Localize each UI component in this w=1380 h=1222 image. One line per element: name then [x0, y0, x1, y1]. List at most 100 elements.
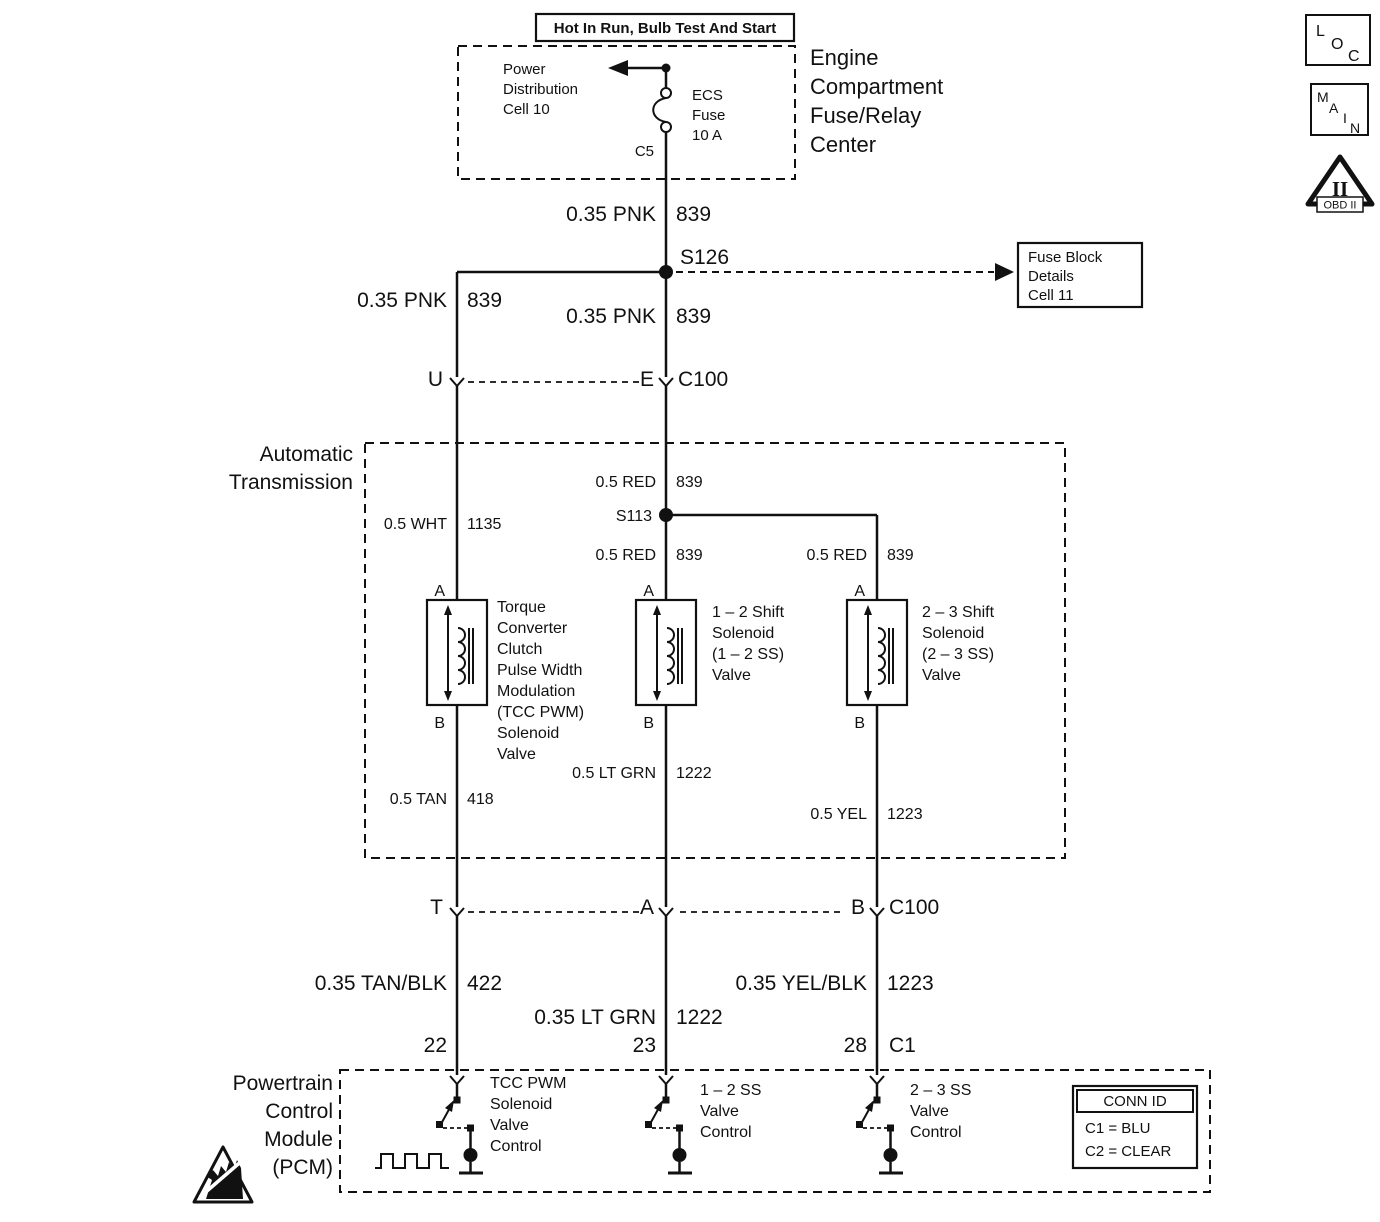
pin-label-b: B — [643, 715, 654, 732]
wire-label-pnk-left: 0.35 PNK 839 — [357, 289, 502, 312]
transmission-name-line: Transmission — [229, 471, 353, 494]
pcm-driver-2-3-ss — [856, 1075, 903, 1175]
wire-color-label: 0.5 YEL — [810, 806, 867, 823]
wire-color-label: 0.35 TAN/BLK — [315, 972, 447, 995]
obd-ii-badge: II OBD II — [1305, 154, 1375, 213]
wire-circuit-label: 839 — [676, 203, 711, 226]
conn-id-table: CONN ID C1 = BLU C2 = CLEAR — [1071, 1084, 1199, 1170]
loc-letter: C — [1348, 48, 1360, 65]
pin-number-23: 23 — [633, 1034, 656, 1057]
fuse-block-details-line: Cell 11 — [1028, 287, 1074, 304]
hot-strip: Hot In Run, Bulb Test And Start — [534, 12, 796, 43]
pcm-driver-1-2-ss-name: 1 – 2 SS Valve Control — [700, 1082, 761, 1141]
ground-dot — [883, 1148, 898, 1162]
pwm-waveform-icon — [375, 1153, 449, 1169]
fuse-block-details-reference: Fuse Block Details Cell 11 — [676, 241, 1144, 309]
driver-name-line: 2 – 3 SS — [910, 1082, 971, 1099]
wire-label-yelblk: 0.35 YEL/BLK 1223 — [735, 972, 933, 995]
driver-name-line: 1 – 2 SS — [700, 1082, 761, 1099]
solenoid-1-2-shift-name: 1 – 2 Shift Solenoid (1 – 2 SS) Valve — [712, 604, 785, 684]
solenoid-name-line: Solenoid — [497, 725, 559, 742]
solenoid-name-line: Clutch — [497, 641, 542, 658]
wire-color-label: 0.35 PNK — [566, 305, 656, 328]
connector-chevron-icon — [869, 907, 885, 918]
wire-label-pnk-center: 0.35 PNK 839 — [566, 305, 711, 328]
wire-label-tanblk: 0.35 TAN/BLK 422 — [315, 972, 502, 995]
pin-number-28: 28 — [844, 1034, 867, 1057]
center-name-line: Fuse/Relay — [810, 103, 921, 128]
driver-arrow-icon — [445, 1100, 454, 1112]
ecs-fuse-symbol — [652, 68, 672, 377]
driver-name-line: Valve — [910, 1103, 949, 1120]
connector-c100-top: U E C100 — [428, 368, 728, 391]
driver-name-line: Solenoid — [490, 1096, 552, 1113]
driver-arrow-icon — [654, 1100, 663, 1112]
pin-number-22: 22 — [424, 1034, 447, 1057]
fuse-block-details-line: Details — [1028, 268, 1074, 285]
fuse-block-details-line: Fuse Block — [1028, 249, 1103, 266]
wire-circuit-label: 418 — [467, 791, 494, 808]
splice-s126-label: S126 — [680, 246, 729, 269]
wire-circuit-label: 839 — [676, 474, 703, 491]
solenoid-name-line: Solenoid — [922, 625, 984, 642]
wire-color-label: 0.5 WHT — [384, 516, 447, 533]
pcm-name: Powertrain Control Module (PCM) — [233, 1072, 333, 1179]
fuse-label-line: Fuse — [692, 107, 725, 124]
splice-s113: S113 — [616, 508, 879, 600]
ground-dot — [672, 1148, 687, 1162]
wire-label-ltgrn2: 0.35 LT GRN 1222 — [534, 1006, 723, 1029]
connector-chevron-icon — [449, 907, 465, 918]
connector-name: C100 — [889, 896, 939, 919]
wire-color-label: 0.35 PNK — [566, 203, 656, 226]
connector-c1-pins: 22 23 28 C1 — [424, 1034, 916, 1057]
pcm-driver-1-2-ss — [645, 1075, 692, 1175]
pcm-driver-tcc-pwm-name: TCC PWM Solenoid Valve Control — [490, 1075, 566, 1155]
wire-color-label: 0.35 YEL/BLK — [735, 972, 867, 995]
solenoid-2-3-shift-name: 2 – 3 Shift Solenoid (2 – 3 SS) Valve — [922, 604, 995, 684]
esd-warning-icon — [192, 1145, 254, 1204]
wire-label-red-right: 0.5 RED 839 — [807, 547, 914, 564]
solenoid-1-2-shift: A B — [634, 583, 698, 732]
connector-chevron-icon — [869, 1075, 885, 1086]
center-name-line: Compartment — [810, 74, 943, 99]
splice-dot — [659, 265, 673, 279]
pcm-name-line: Control — [265, 1100, 333, 1123]
wire-color-label: 0.35 LT GRN — [534, 1006, 656, 1029]
solenoid-tcc-pwm: A B — [425, 583, 489, 732]
splice-dot — [659, 508, 673, 522]
loc-letter: O — [1331, 36, 1343, 53]
power-distribution-line: Cell 10 — [503, 101, 550, 118]
arrowhead-icon — [995, 263, 1014, 281]
connector-c100-bottom: T A B C100 — [430, 896, 939, 919]
wire-label-red-feed: 0.5 RED 839 — [596, 474, 703, 491]
wire-circuit-label: 1222 — [676, 1006, 723, 1029]
pcm-driver-2-3-ss-name: 2 – 3 SS Valve Control — [910, 1082, 971, 1141]
pcm-driver-tcc-pwm — [375, 1075, 483, 1175]
transmission-name: Automatic Transmission — [229, 443, 353, 494]
wire-circuit-label: 1135 — [467, 516, 502, 533]
solenoid-coil-icon — [666, 627, 675, 685]
pin-label-u: U — [428, 368, 443, 391]
wire-color-label: 0.35 PNK — [357, 289, 447, 312]
wire-label-wht: 0.5 WHT 1135 — [384, 516, 502, 533]
splice-s113-label: S113 — [616, 508, 652, 525]
solenoid-name-line: (2 – 3 SS) — [922, 646, 994, 663]
connector-chevron-icon — [658, 377, 674, 388]
solenoid-name-line: Modulation — [497, 683, 575, 700]
center-name-line: Engine — [810, 45, 879, 70]
transmission-name-line: Automatic — [260, 443, 353, 466]
driver-name-line: Control — [490, 1138, 542, 1155]
main-letter: I — [1343, 110, 1347, 126]
pcm-box — [339, 1069, 1211, 1193]
solenoid-name-line: Pulse Width — [497, 662, 582, 679]
wire-label-tan: 0.5 TAN 418 — [390, 791, 494, 808]
connector-chevron-icon — [658, 1075, 674, 1086]
driver-name-line: Control — [910, 1124, 962, 1141]
loc-letter: L — [1316, 23, 1325, 40]
loc-badge: L O C — [1305, 14, 1371, 66]
connector-chevron-icon — [658, 907, 674, 918]
main-badge: M A I N — [1310, 83, 1369, 136]
pin-label-a: A — [640, 896, 654, 919]
solenoid-name-line: Solenoid — [712, 625, 774, 642]
